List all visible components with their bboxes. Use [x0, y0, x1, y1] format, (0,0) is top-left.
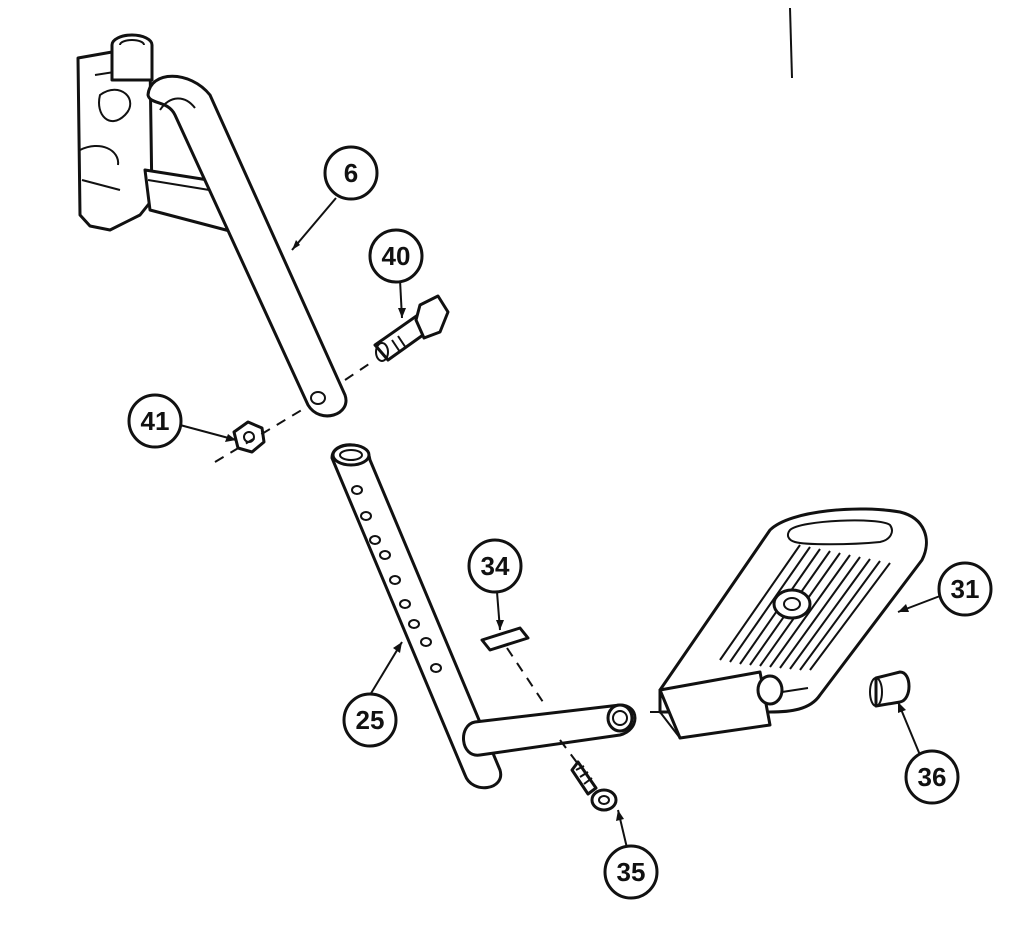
part-35-screw — [570, 760, 618, 812]
callout-36: 36 — [904, 749, 960, 805]
callout-40: 40 — [368, 228, 424, 284]
callout-25: 25 — [342, 692, 398, 748]
bolt-axis-line — [214, 361, 373, 463]
callout-6-label: 6 — [344, 158, 358, 188]
callout-41-label: 41 — [141, 406, 170, 436]
part-34-plate — [480, 626, 530, 652]
callout-34: 34 — [467, 538, 523, 594]
part-25-adjust-tube — [330, 443, 637, 790]
callout-36-label: 36 — [918, 762, 947, 792]
callout-40-label: 40 — [382, 241, 411, 271]
part-40-bolt — [373, 294, 450, 362]
callout-6: 6 — [323, 145, 379, 201]
callout-31: 31 — [937, 561, 993, 617]
callout-31-label: 31 — [951, 574, 980, 604]
part-6-hanger-bracket — [76, 33, 348, 418]
callout-35: 35 — [603, 844, 659, 900]
callout-41: 41 — [127, 393, 183, 449]
stray-mark — [789, 7, 793, 79]
callout-34-label: 34 — [481, 551, 510, 581]
leader-lines — [179, 197, 941, 849]
callout-25-label: 25 — [356, 705, 385, 735]
part-36-end-cap — [869, 670, 911, 708]
callout-35-label: 35 — [617, 857, 646, 887]
part-31-footplate — [650, 507, 928, 740]
